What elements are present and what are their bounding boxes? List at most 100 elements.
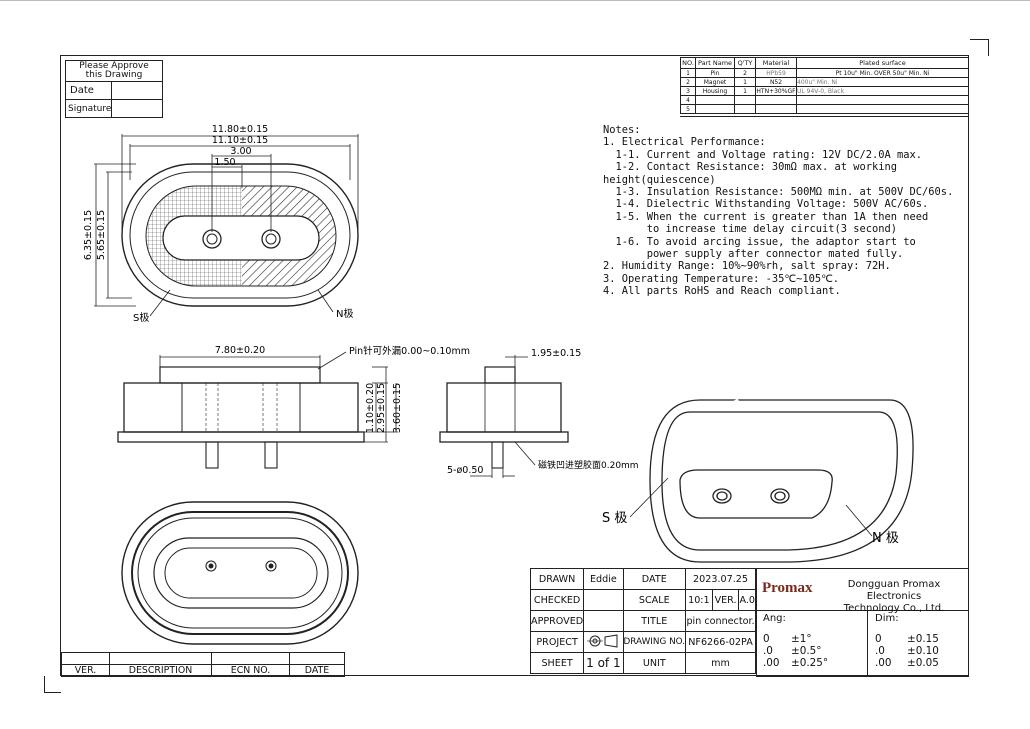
notes-block: Notes:1. Electrical Performance: 1-1. Cu… (603, 124, 953, 298)
sheet-value: 1 of 1 (583, 652, 624, 674)
approved-label: APPROVED (529, 610, 585, 632)
tol-key: 0 (763, 633, 770, 645)
pin-contact (265, 233, 277, 245)
tol-value: ±0.10 (907, 645, 939, 657)
drawn-label: DRAWN (529, 568, 585, 590)
bom-cell (796, 104, 969, 114)
sheet-label: SHEET (529, 652, 585, 674)
note-line: 1. Electrical Performance: (603, 136, 766, 149)
rev-ver-header: VER. (61, 664, 110, 677)
s-pole-label: S极 (133, 311, 149, 324)
tol-value: ±0.15 (907, 633, 939, 645)
bom-table: NO. Part Name Q'TY Material Plated surfa… (680, 57, 969, 114)
tol-key: .00 (875, 657, 892, 669)
approval-box: Please Approve this Drawing Date Signatu… (64, 60, 163, 118)
projection-symbol (583, 631, 624, 653)
dim-half-pitch: 1.50 (214, 157, 235, 168)
dim-pin-diameter: 5-ø0.50 (447, 465, 483, 476)
ver-value: A.0 (738, 589, 756, 611)
ver-label: VER. (711, 589, 740, 611)
bom-separator-line (680, 116, 969, 117)
scale-value: 10:1 (685, 589, 713, 611)
dim-inner-width: 5.65±0.15 (96, 210, 107, 260)
rev-date-header: DATE (289, 664, 345, 677)
rev-ecn-header: ECN NO. (211, 664, 290, 677)
tol-key: .0 (875, 645, 885, 657)
drawing-frame (60, 55, 969, 676)
top-border (0, 0, 1030, 1)
note-line: height(quiescence) (603, 173, 716, 186)
note-line: 1-3. Insulation Resistance: 500MΩ min. a… (603, 186, 954, 199)
signature-value-cell[interactable] (111, 99, 163, 118)
date-label: DATE (622, 568, 687, 590)
note-line: 3. Operating Temperature: -35℃~105℃. (603, 272, 840, 285)
drawing-no-value: NF6266-02PA (685, 631, 756, 653)
front-view (117, 351, 398, 469)
project-label: PROJECT (529, 631, 585, 653)
projection-icon (587, 633, 618, 648)
ang-label: Ang: (763, 613, 786, 624)
note-line: 1-1. Current and Voltage rating: 12V DC/… (603, 148, 923, 161)
note-line: 2. Humidity Range: 10%~90%rh, salt spray… (603, 260, 891, 273)
dim-overall-length: 11.80±0.15 (212, 124, 268, 135)
pin-contact (206, 233, 218, 245)
unit-label: UNIT (622, 652, 687, 674)
company-name-line1: Dongguan Promax Electronics (847, 579, 941, 602)
date-value: 2023.07.25 (685, 568, 756, 590)
inner-outline (129, 171, 351, 299)
side-view (439, 355, 569, 478)
note-line: to increase time delay circuit(3 second) (603, 223, 898, 236)
drawn-value: Eddie (583, 568, 624, 590)
corner-mark-top-right (970, 39, 989, 56)
revision-table: VER. DESCRIPTION ECN NO. DATE (61, 652, 345, 677)
dim-total-height: 3.60±0.15 (392, 383, 403, 433)
dim-pin-pitch: 3.00 (230, 146, 251, 157)
signature-label: Signature (64, 99, 113, 118)
tol-key: 0 (875, 633, 882, 645)
pin-exposure-note: Pin针可外漏0.00~0.10mm (349, 345, 470, 357)
dim-tolerances: 0 ±0.15 .0 ±0.10 .00 ±0.05 (875, 633, 939, 669)
company-logo: Promax (762, 580, 813, 596)
tol-key: .00 (763, 657, 780, 669)
notes-title: Notes: (603, 124, 641, 136)
note-line: 1-4. Dielectric Withstanding Voltage: 50… (603, 198, 929, 211)
dim-body-height: 2.95±0.15 (376, 383, 387, 433)
tolerance-block: Ang: Dim: 0±1° .0±0.5° .00±0.25° 0±0.15 … (756, 611, 969, 677)
dim-pin-height: 1.10±0.20 (365, 383, 376, 433)
rev-description-header: DESCRIPTION (109, 664, 212, 677)
n-pole-iso-label: N 极 (872, 531, 899, 546)
bottom-view (121, 501, 359, 645)
bom-row: 5 (680, 104, 969, 114)
tol-value: ±0.25° (791, 657, 829, 669)
company-name-line2: Technology Co., Ltd. (843, 603, 945, 614)
magnet-recess-note: 磁铁凹进塑胶面0.20mm (538, 459, 639, 471)
dim-overall-width: 6.35±0.15 (83, 210, 94, 260)
dim-label: Dim: (875, 613, 899, 624)
title-label: TITLE (622, 610, 687, 632)
pin-slot (162, 215, 320, 261)
corner-mark-bottom-left (44, 676, 61, 693)
drawing-no-label: DRAWING NO. (622, 631, 687, 653)
tol-value: ±1° (791, 633, 812, 645)
n-pole-label: N极 (336, 307, 353, 320)
company-block: Promax Dongguan Promax Electronics Techn… (756, 568, 969, 614)
title-value: pin connector. (685, 610, 756, 632)
note-line: power supply after connector mated fully… (603, 248, 904, 261)
tol-key: .0 (763, 645, 773, 657)
tol-value: ±0.05 (907, 657, 939, 669)
dim-inner-length: 11.10±0.15 (212, 135, 268, 146)
note-line: 4. All parts RoHS and Reach compliant. (603, 285, 841, 298)
dim-side-width: 1.95±0.15 (531, 348, 581, 359)
note-line: 1-5. When the current is greater than 1A… (603, 210, 929, 223)
tol-value: ±0.5° (791, 645, 822, 657)
ang-tolerances: 0 ±1° .0 ±0.5° .00 ±0.25° (763, 633, 828, 669)
top-view: 11.80±0.15 11.10±0.15 3.00 1.50 6.35±0.1… (83, 124, 359, 324)
unit-value: mm (685, 652, 756, 674)
note-line: 1-6. To avoid arcing issue, the adaptor … (603, 235, 916, 248)
checked-value (583, 589, 624, 611)
dim-body-length: 7.80±0.20 (215, 345, 265, 356)
isometric-view (629, 398, 914, 563)
s-pole-iso-label: S 极 (602, 511, 627, 526)
scale-label: SCALE (622, 589, 687, 611)
